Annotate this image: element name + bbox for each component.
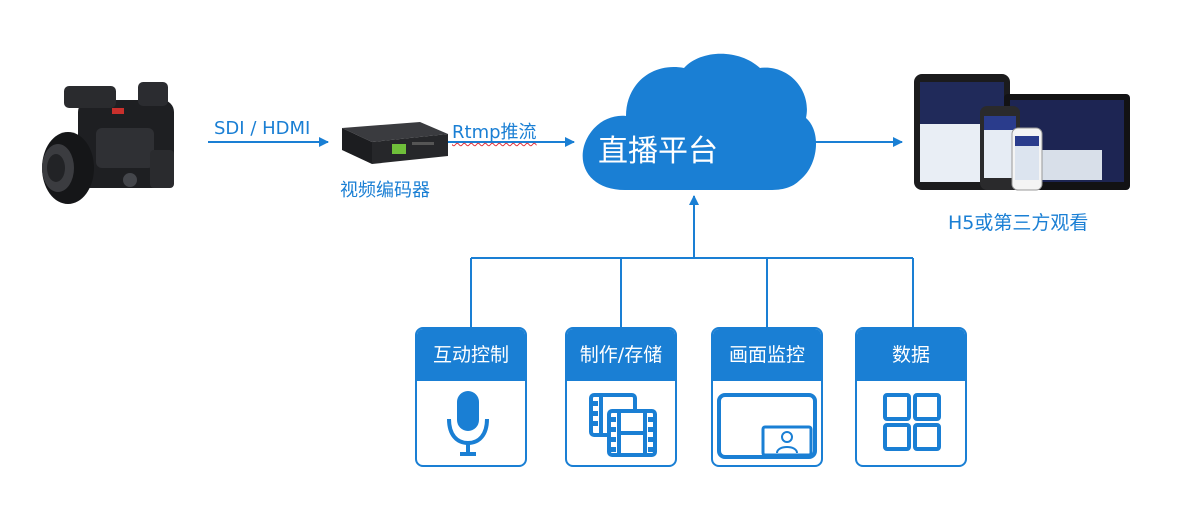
module-title: 互动控制 xyxy=(417,329,525,381)
rtmp-label: Rtmp推流 xyxy=(452,122,537,143)
devices-image xyxy=(914,74,1130,191)
module-title: 画面监控 xyxy=(713,329,821,381)
viewing-label: H5或第三方观看 xyxy=(948,212,1089,234)
module-card-interaction[interactable]: 互动控制 xyxy=(415,327,527,467)
module-card-monitoring[interactable]: 画面监控 xyxy=(711,327,823,467)
module-title: 制作/存储 xyxy=(567,329,675,381)
module-title: 数据 xyxy=(857,329,965,381)
camcorder-image xyxy=(42,82,174,204)
module-card-production-storage[interactable]: 制作/存储 xyxy=(565,327,677,467)
film-strip-icon xyxy=(589,393,657,457)
sdi-hdmi-label: SDI / HDMI xyxy=(214,118,311,139)
monitor-screen-icon xyxy=(717,393,817,459)
cloud-shape xyxy=(582,53,817,191)
platform-label: 直播平台 xyxy=(598,134,718,169)
encoder-label: 视频编码器 xyxy=(340,180,430,201)
grid-icon xyxy=(883,393,941,451)
module-card-data[interactable]: 数据 xyxy=(855,327,967,467)
microphone-icon xyxy=(447,391,489,456)
encoder-device-image xyxy=(342,122,448,164)
module-bus xyxy=(470,257,914,327)
